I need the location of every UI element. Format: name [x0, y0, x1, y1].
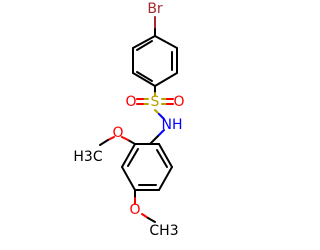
structure-drawing: Br S O O NH O H3C O CH3: [73, 1, 184, 239]
bond-n-ch2: [157, 129, 165, 137]
atom-oxygen-right: O: [173, 94, 184, 110]
methoxy-top-bonds: [99, 136, 136, 146]
bond-n-ch2-carbon: [149, 135, 159, 145]
sulfonyl-oxygen-bonds: [136, 98, 174, 105]
dimethoxyphenyl-ring: [121, 143, 173, 191]
atom-methyl-top: H3C: [73, 149, 102, 165]
atom-oxygen-methoxy-top: O: [112, 125, 123, 141]
atom-methyl-bottom: CH3: [149, 223, 178, 239]
bond-s-n-nitrogen: [158, 113, 165, 120]
molecule-canvas: Br S O O NH O H3C O CH3: [73, 1, 184, 239]
atom-oxygen-methoxy-bottom: O: [129, 202, 140, 218]
bromophenyl-ring: [132, 35, 178, 87]
atom-sulfur: S: [151, 94, 160, 110]
atom-oxygen-left: O: [125, 94, 136, 110]
atom-bromine: Br: [147, 1, 163, 17]
methoxy-bottom-bonds: [134, 189, 156, 223]
atom-nitrogen-h: NH: [162, 117, 183, 133]
